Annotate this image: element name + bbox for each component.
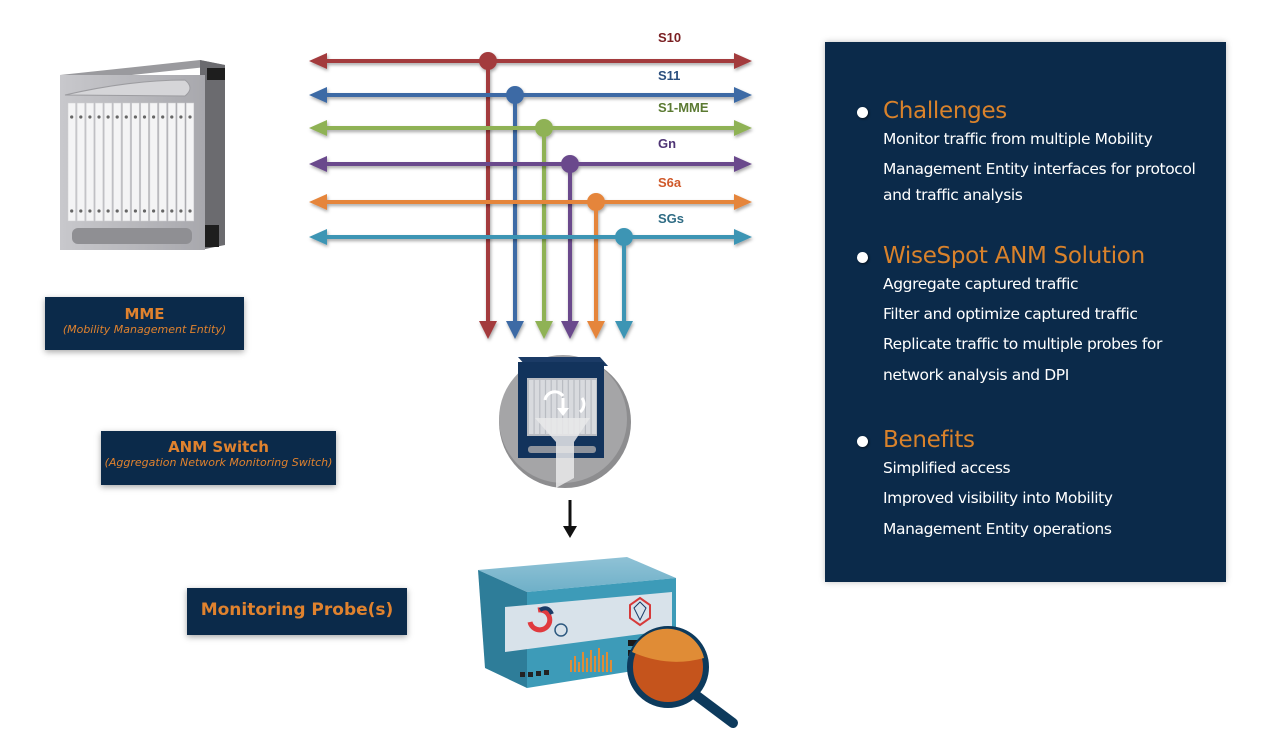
arrow-right-icon xyxy=(734,194,752,210)
benefits-heading: Benefits xyxy=(825,427,1226,453)
panel-text-line: Management Entity interfaces for protoco… xyxy=(883,160,1196,178)
arrow-right-icon xyxy=(734,156,752,172)
panel-text-line: Replicate traffic to multiple probes for xyxy=(883,335,1162,353)
interface-line-s11 xyxy=(309,86,752,339)
challenges-heading-text: Challenges xyxy=(883,98,1007,124)
tap-point-icon xyxy=(506,86,524,104)
arrow-down-icon xyxy=(561,321,579,339)
interface-line-gn xyxy=(309,155,752,339)
arrow-left-icon xyxy=(309,53,327,69)
anm-switch-title: ANM Switch xyxy=(168,438,269,456)
arrow-right-icon xyxy=(734,53,752,69)
panel-text-line: Monitor traffic from multiple Mobility xyxy=(883,130,1153,148)
arrow-left-icon xyxy=(309,120,327,136)
arrow-down-icon xyxy=(615,321,633,339)
interface-label-gn: Gn xyxy=(658,136,677,151)
probe-title: Monitoring Probe(s) xyxy=(200,600,394,620)
panel-text-line: network analysis and DPI xyxy=(883,366,1069,384)
bullet-icon xyxy=(857,436,868,447)
monitoring-probe-icon xyxy=(478,557,738,728)
interface-label-sgs: SGs xyxy=(658,211,685,226)
interface-label-s10: S10 xyxy=(658,30,682,45)
tap-point-icon xyxy=(615,228,633,246)
interface-label-s11: S11 xyxy=(658,68,681,83)
interface-label-s6a: S6a xyxy=(658,175,682,190)
panel-text-line: and traffic analysis xyxy=(883,186,1023,204)
arrow-down-icon xyxy=(587,321,605,339)
arrow-right-icon xyxy=(734,87,752,103)
probe-label-box: Monitoring Probe(s) xyxy=(187,588,407,635)
flow-arrow-icon xyxy=(563,500,577,538)
anm-switch-icon xyxy=(499,355,631,488)
arrow-left-icon xyxy=(309,194,327,210)
mme-title: MME xyxy=(124,305,165,323)
mme-label-box: MME (Mobility Management Entity) xyxy=(45,297,244,350)
anm-switch-label-box: ANM Switch (Aggregation Network Monitori… xyxy=(101,431,336,485)
arrow-down-icon xyxy=(535,321,553,339)
arrow-left-icon xyxy=(309,87,327,103)
panel-text-line: Simplified access xyxy=(883,459,1011,477)
bullet-icon xyxy=(857,252,868,263)
benefits-heading-text: Benefits xyxy=(883,427,975,453)
challenges-heading: Challenges xyxy=(825,98,1226,124)
tap-point-icon xyxy=(587,193,605,211)
challenges-section: Challenges Monitor traffic from multiple… xyxy=(825,98,1226,207)
interface-line-sgs xyxy=(309,228,752,339)
arrow-right-icon xyxy=(734,229,752,245)
solution-heading: WiseSpot ANM Solution xyxy=(825,243,1226,269)
arrow-left-icon xyxy=(309,156,327,172)
solution-heading-text: WiseSpot ANM Solution xyxy=(883,243,1145,269)
bullet-icon xyxy=(857,107,868,118)
arrow-right-icon xyxy=(734,120,752,136)
arrow-down-icon xyxy=(479,321,497,339)
panel-text-line: Improved visibility into Mobility xyxy=(883,489,1113,507)
mme-subtitle: (Mobility Management Entity) xyxy=(62,323,227,336)
panel-text-line: Management Entity operations xyxy=(883,520,1112,538)
panel-text-line: Aggregate captured traffic xyxy=(883,275,1079,293)
anm-switch-subtitle: (Aggregation Network Monitoring Switch) xyxy=(104,456,333,469)
tap-point-icon xyxy=(561,155,579,173)
interface-line-s1-mme xyxy=(309,119,752,339)
info-panel: Challenges Monitor traffic from multiple… xyxy=(825,42,1226,582)
panel-text-line: Filter and optimize captured traffic xyxy=(883,305,1138,323)
tap-point-icon xyxy=(479,52,497,70)
solution-section: WiseSpot ANM Solution Aggregate captured… xyxy=(825,243,1226,391)
arrow-left-icon xyxy=(309,229,327,245)
interface-line-s10 xyxy=(309,52,752,339)
arrow-down-icon xyxy=(506,321,524,339)
mme-chassis-icon xyxy=(60,60,225,250)
interface-line-s6a xyxy=(309,193,752,339)
tap-point-icon xyxy=(535,119,553,137)
interface-label-s1-mme: S1-MME xyxy=(658,100,709,115)
